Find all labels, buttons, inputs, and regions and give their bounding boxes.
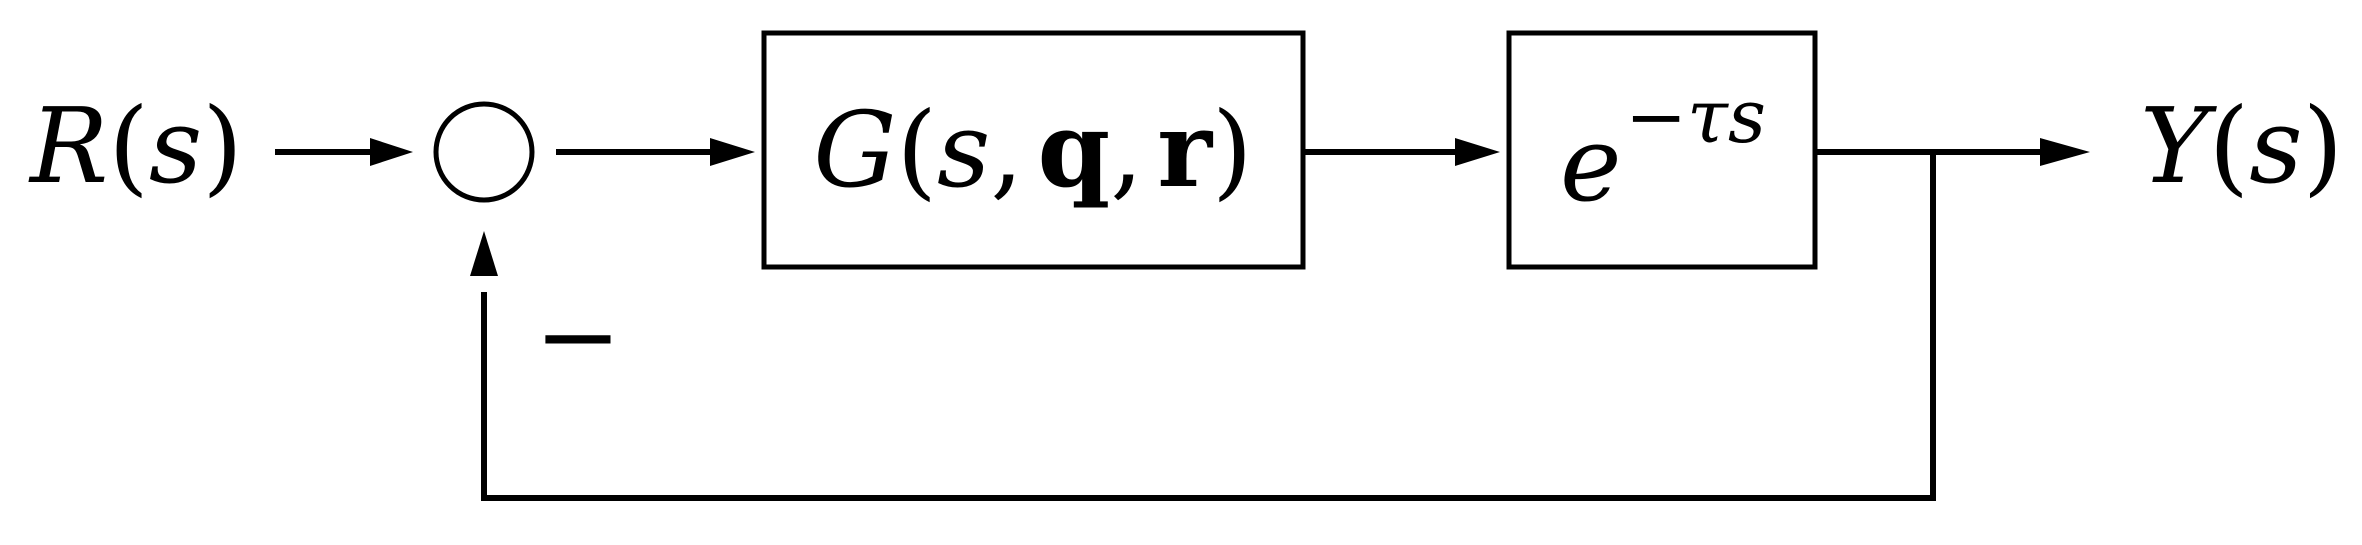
feedback-wire	[481, 152, 1936, 501]
plant-output-arrowhead	[1455, 138, 1500, 166]
output-arrowhead	[2040, 138, 2090, 166]
plant-arg-r: r	[1157, 88, 1213, 211]
plant-arg-q: q	[1037, 88, 1110, 211]
plant-func-symbol: G	[813, 89, 896, 211]
plant-block	[761, 30, 1306, 270]
output-signal-open-paren: (	[2209, 85, 2250, 207]
delay-block-exponent: −τs	[1625, 74, 1766, 160]
output-signal-arg: s	[2249, 85, 2302, 207]
plant-comma-1: ,	[990, 89, 1023, 211]
error-arrowhead	[710, 138, 755, 166]
summing-junction	[433, 101, 535, 203]
input-signal-arg: s	[149, 85, 202, 207]
input-signal-close-paren: )	[202, 85, 243, 207]
plant-open-paren: (	[896, 89, 937, 211]
feedback-arrowhead	[470, 231, 498, 276]
feedback-minus-sign: −	[534, 275, 621, 397]
plant-comma-2: ,	[1110, 89, 1143, 211]
input-signal-label: R(s)	[28, 85, 243, 207]
plant-arg-s: s	[937, 89, 990, 211]
plant-close-paren: )	[1212, 89, 1253, 211]
plant-block-label: G(s,q,r)	[813, 88, 1252, 211]
input-arrowhead	[370, 138, 413, 166]
output-signal-symbol: Y	[2140, 85, 2217, 207]
output-signal-label: Y(s)	[2140, 85, 2343, 207]
input-signal-symbol: R	[28, 85, 108, 207]
output-signal-close-paren: )	[2303, 85, 2344, 207]
delay-block-base: e	[1560, 103, 1622, 225]
input-signal-open-paren: (	[108, 85, 149, 207]
